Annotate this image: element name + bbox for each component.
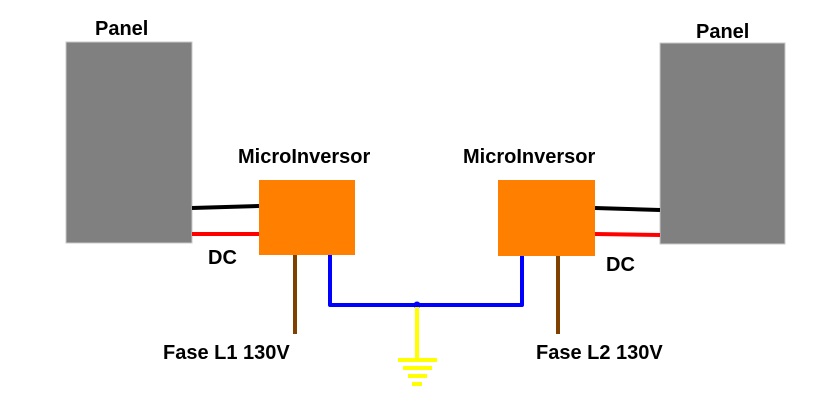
right-panel-body xyxy=(659,42,786,245)
neutral-wire xyxy=(328,255,524,307)
right-dc-label: DC xyxy=(606,254,635,276)
right-dc-positive-wire xyxy=(594,232,661,237)
left-microinverter-label: MicroInversor xyxy=(238,146,370,168)
neutral-junction xyxy=(413,301,421,309)
right-panel: Panel xyxy=(659,21,786,245)
right-dc-negative-wire xyxy=(594,206,661,212)
right-panel-label: Panel xyxy=(696,21,749,43)
left-microinverter: MicroInversor xyxy=(238,146,370,255)
left-microinverter-body xyxy=(259,180,355,255)
left-dc-negative-wire xyxy=(191,204,260,210)
left-phase-label: Fase L1 130V xyxy=(163,342,290,364)
ground-symbol xyxy=(398,307,437,386)
left-panel: Panel xyxy=(65,18,193,244)
left-dc-label: DC xyxy=(208,247,237,269)
right-dc-wires xyxy=(594,206,661,237)
right-microinverter: MicroInversor xyxy=(463,146,595,256)
left-panel-label: Panel xyxy=(95,18,148,40)
right-phase-label: Fase L2 130V xyxy=(536,342,663,364)
right-microinverter-body xyxy=(498,180,595,256)
left-dc-wires xyxy=(191,204,260,236)
right-microinverter-label: MicroInversor xyxy=(463,146,595,168)
left-panel-body xyxy=(65,41,193,244)
